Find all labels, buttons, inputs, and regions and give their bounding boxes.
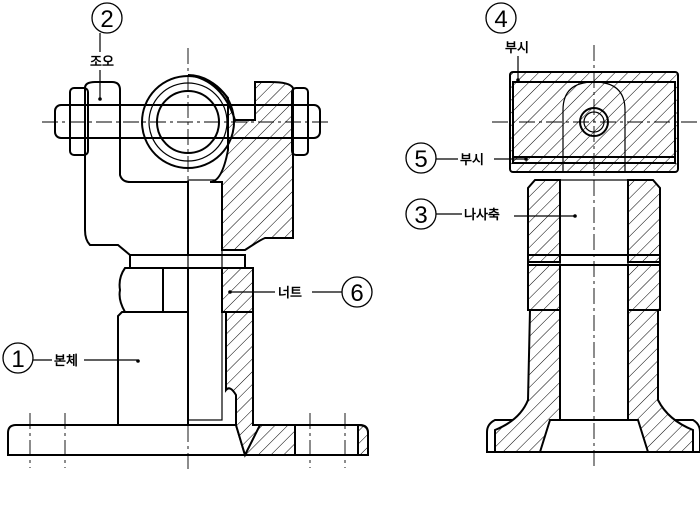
callout-1: 1 본체	[2, 342, 140, 374]
callout-5: 5 부시	[405, 142, 528, 174]
body-section	[225, 311, 262, 458]
nut	[118, 267, 189, 313]
balloon-number: 3	[414, 202, 427, 229]
body-side-section-right	[627, 309, 694, 453]
bolt-nut-left	[69, 87, 89, 156]
front-view	[7, 48, 369, 470]
callout-4: 4 부시	[485, 2, 529, 82]
balloon-number: 1	[11, 346, 24, 373]
balloon-number: 2	[100, 6, 113, 33]
clamp-bolt	[54, 104, 321, 139]
screw-head-left	[527, 179, 561, 263]
part-label: 부시	[460, 153, 484, 168]
callout-3: 3 나사축	[405, 198, 577, 230]
part-label: 본체	[54, 354, 78, 369]
nut-side-left	[527, 264, 561, 311]
balloon-number: 5	[414, 146, 427, 173]
body-side-section	[494, 309, 561, 453]
side-view	[486, 45, 700, 470]
callout-2: 2 조오	[90, 2, 123, 101]
nut-section	[221, 267, 254, 313]
part-label: 나사축	[464, 207, 500, 223]
flange-edge-section	[357, 423, 369, 456]
bolt-nut-right	[291, 87, 309, 156]
body-side-flange	[486, 419, 700, 453]
part-label: 조오	[90, 55, 114, 70]
callout-6: 6 너트	[228, 276, 373, 308]
screw-head-right	[627, 179, 661, 263]
balloon-number: 4	[494, 6, 507, 33]
nut-side-right	[627, 264, 661, 311]
part-label: 너트	[278, 285, 302, 301]
screw-shaft	[187, 179, 223, 421]
body	[117, 311, 189, 426]
jaw	[84, 81, 189, 256]
balloon-number: 6	[350, 280, 363, 307]
part-label: 부시	[505, 41, 529, 56]
jaw-section	[187, 74, 294, 251]
